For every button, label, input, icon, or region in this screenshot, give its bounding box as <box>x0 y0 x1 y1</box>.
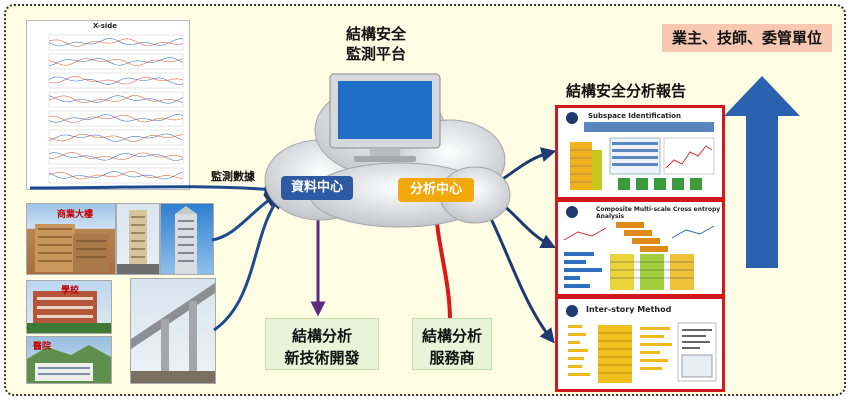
building-photo-commercial: 商業大樓 <box>26 203 116 275</box>
waveform-row-frame <box>48 72 184 89</box>
monitoring-data-label: 監測數據 <box>211 170 255 183</box>
service-provider-line2: 服務商 <box>429 349 475 367</box>
building-photo-skyscraper <box>160 203 214 275</box>
upward-arrow <box>724 76 800 268</box>
report-title: 結構安全分析報告 <box>566 82 687 100</box>
tech-development-box: 結構分析 新技術開發 <box>265 318 379 370</box>
report-heading-subspace: Subspace Identification <box>588 112 681 120</box>
service-provider-box: 結構分析 服務商 <box>412 318 492 370</box>
report-heading-interstory: Inter-story Method <box>586 305 672 314</box>
building-photo-school: 學校 <box>26 280 112 334</box>
arrow-waveform-to-data-center <box>29 181 280 197</box>
building-label-commercial: 商業大樓 <box>57 210 94 220</box>
bridge-photo <box>130 278 216 384</box>
waveform-row-frame <box>48 53 184 70</box>
waveform-trace <box>48 76 184 85</box>
report-card-multiscale: Composite Multi-scale Cross entropy Anal… <box>555 199 725 297</box>
waveform-trace <box>48 76 184 85</box>
waveform-row-frame <box>48 129 184 146</box>
report-heading-multiscale: Composite Multi-scale Cross entropy Anal… <box>596 206 721 220</box>
waveform-trace <box>48 38 184 47</box>
waveform-trace <box>48 171 184 180</box>
waveform-row-frame <box>48 167 184 184</box>
building-photo-hospital: 醫院 <box>26 336 112 384</box>
waveform-trace <box>48 171 183 180</box>
service-provider-line1: 結構分析 <box>421 327 482 345</box>
waveform-trace <box>48 152 184 160</box>
waveform-trace <box>48 114 184 123</box>
waveform-row-frame <box>48 148 184 165</box>
waveform-trace <box>48 133 184 142</box>
tech-development-line1: 結構分析 <box>291 327 352 345</box>
cloud-platform <box>264 73 511 228</box>
waveform-trace <box>48 58 184 66</box>
waveform-plots <box>48 34 184 184</box>
report-card-interstory: Inter-story Method <box>555 296 725 392</box>
waveform-trace <box>48 38 184 47</box>
waveform-trace <box>48 133 184 142</box>
tech-development-line2: 新技術開發 <box>284 349 360 367</box>
data-center-tag: 資料中心 <box>281 176 353 200</box>
building-label-school: 學校 <box>61 286 80 296</box>
building-photo-tower <box>116 203 160 275</box>
waveform-trace <box>48 114 184 123</box>
waveform-panel: X-side <box>26 20 190 190</box>
report-card-subspace: Subspace Identification <box>555 105 725 200</box>
stakeholder-box: 業主、技師、委管單位 <box>662 24 832 52</box>
waveform-panel-title: X-side <box>93 22 118 30</box>
waveform-trace <box>48 95 184 103</box>
platform-title-line2: 監測平台 <box>346 45 407 63</box>
platform-title: 結構安全 監測平台 <box>346 24 406 64</box>
arrow-bridge-to-data-center <box>213 193 283 332</box>
analysis-center-tag: 分析中心 <box>398 178 474 202</box>
waveform-trace <box>48 152 184 161</box>
platform-title-line1: 結構安全 <box>346 25 407 43</box>
waveform-trace <box>48 57 184 66</box>
waveform-trace <box>48 95 184 104</box>
building-label-hospital: 醫院 <box>33 342 52 352</box>
